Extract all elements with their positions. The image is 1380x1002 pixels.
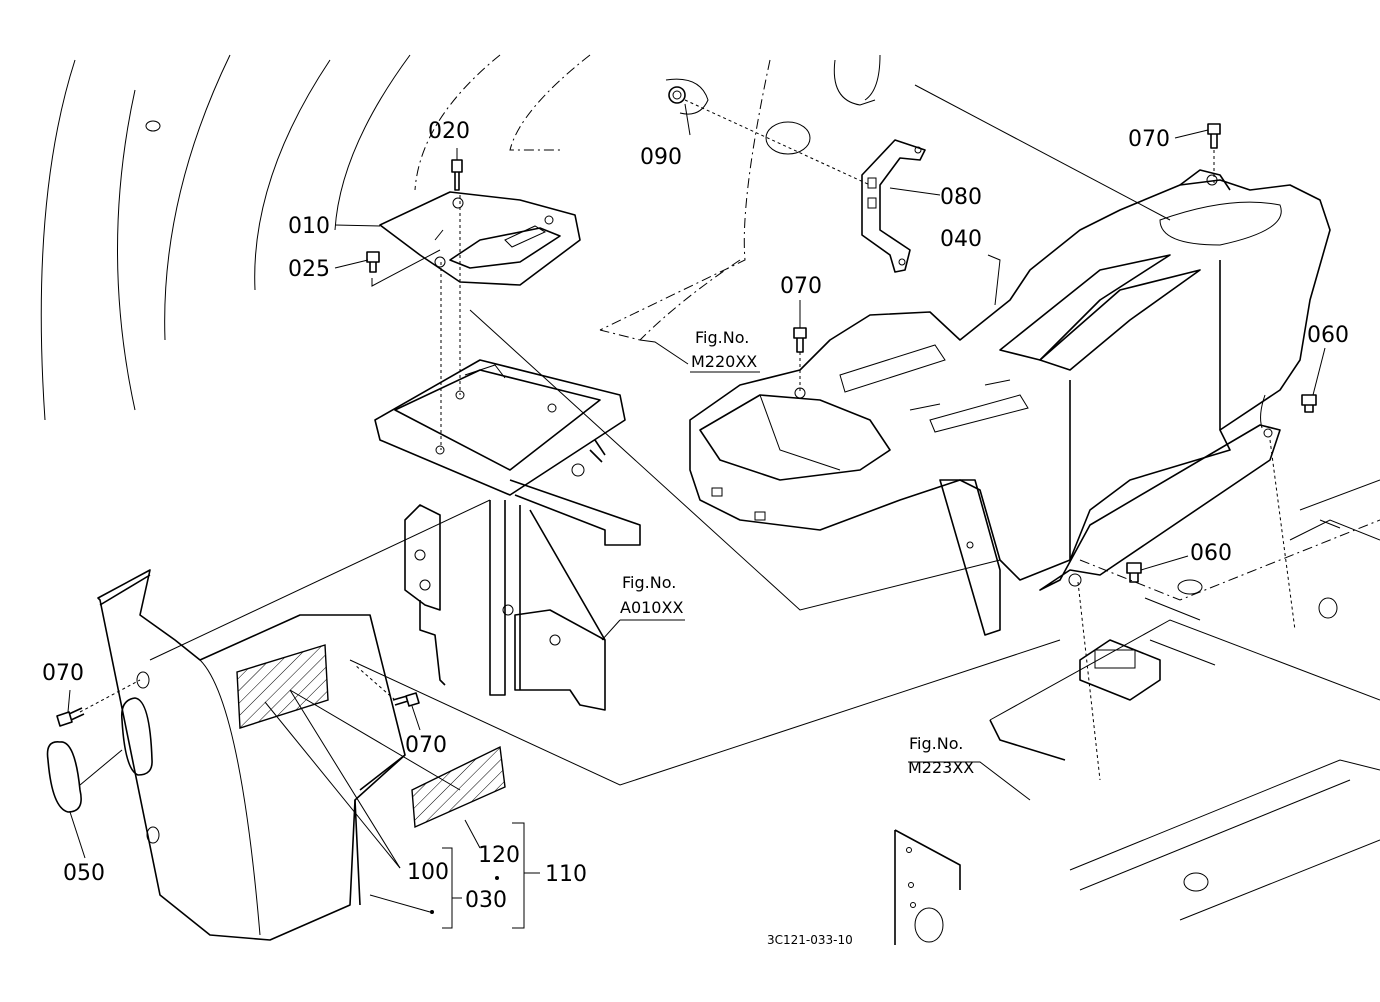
figure-references: Fig.No. M220XX Fig.No. A010XX Fig.No. M2… xyxy=(620,328,974,777)
part-labels: 020 010 025 090 080 040 070 070 060 060 … xyxy=(42,119,1349,914)
label-060-right: 060 xyxy=(1307,323,1349,348)
label-100: 100 xyxy=(407,860,449,885)
part-040-console xyxy=(689,169,1331,636)
label-070-cover: 070 xyxy=(405,733,447,758)
label-030: 030 xyxy=(465,888,507,913)
fig-ref-2-number: A010XX xyxy=(620,598,683,617)
part-030-cover xyxy=(97,569,406,941)
label-040: 040 xyxy=(940,227,982,252)
label-025: 025 xyxy=(288,257,330,282)
fig-ref-3-prefix: Fig.No. xyxy=(909,734,963,753)
fig-ref-1-prefix: Fig.No. xyxy=(695,328,749,347)
label-070-left: 070 xyxy=(42,661,84,686)
background-outlines xyxy=(40,54,1380,945)
part-010-plate xyxy=(379,191,581,286)
bolts-upper xyxy=(366,78,709,273)
group-dot xyxy=(495,876,499,880)
bolts-console xyxy=(793,123,1317,583)
part-080-bracket xyxy=(861,139,926,273)
frame-assembly xyxy=(374,359,641,711)
label-010: 010 xyxy=(288,214,330,239)
label-070-top: 070 xyxy=(1128,127,1170,152)
fig-ref-2-prefix: Fig.No. xyxy=(622,573,676,592)
label-120: 120 xyxy=(478,843,520,868)
fig-ref-3-number: M223XX xyxy=(908,758,974,777)
label-080: 080 xyxy=(940,185,982,210)
part-120-decal xyxy=(411,745,506,829)
label-090: 090 xyxy=(640,145,682,170)
cover-dot xyxy=(430,910,434,914)
label-110: 110 xyxy=(545,862,587,887)
label-020: 020 xyxy=(428,119,470,144)
bolts-lower xyxy=(56,692,420,727)
leader-lines xyxy=(67,99,1326,929)
label-060-lower: 060 xyxy=(1190,541,1232,566)
diagram-code: 3C121-033-10 xyxy=(767,933,853,947)
fig-ref-1-number: M220XX xyxy=(691,352,757,371)
label-050: 050 xyxy=(63,861,105,886)
part-050-cap xyxy=(46,741,82,813)
label-070-console: 070 xyxy=(780,274,822,299)
